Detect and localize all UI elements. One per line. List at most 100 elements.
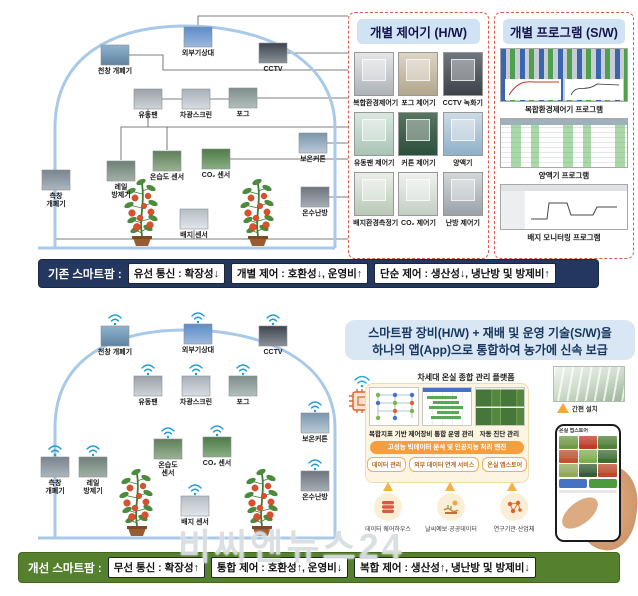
research-network-icon bbox=[500, 493, 528, 521]
wired-connection-line bbox=[129, 54, 348, 71]
equipment-item: 외부기상대 bbox=[182, 312, 214, 354]
device-face bbox=[362, 179, 387, 201]
improved-tag-0: 무선 통신 : 확장성↑ bbox=[107, 557, 205, 578]
smartphone: 온실 앱스토어 bbox=[555, 424, 621, 542]
hw-panel-title: 개별 제어기 (H/W) bbox=[357, 19, 480, 44]
equipment-photo bbox=[300, 412, 330, 434]
equipment-photo bbox=[183, 26, 213, 48]
flow-arrow-2 bbox=[507, 482, 517, 491]
equipment-photo bbox=[183, 323, 213, 345]
screenshot-complex-control bbox=[369, 387, 419, 426]
hw-photo bbox=[354, 112, 395, 156]
equipment-label: 유동팬 bbox=[138, 397, 158, 406]
equipment-label: 보온커튼 bbox=[302, 434, 328, 443]
device-face bbox=[406, 179, 431, 201]
wifi-icon bbox=[48, 445, 62, 457]
equipment-item: CCTV bbox=[258, 314, 288, 356]
module-label-1: 장비 통합 운영 관리 bbox=[420, 431, 474, 438]
wifi-icon bbox=[266, 314, 280, 326]
improved-tag-1: 통합 제어 : 호환성↑, 운영비↓ bbox=[210, 557, 349, 578]
equipment-label: 외부기상대 bbox=[182, 345, 214, 354]
equipment-photo bbox=[228, 87, 258, 109]
flow-arrow-0 bbox=[383, 482, 393, 491]
wifi-icon bbox=[188, 484, 202, 496]
legacy-banner-label: 기존 스마트팜 : bbox=[48, 268, 122, 281]
app-tile-0 bbox=[559, 436, 578, 449]
equipment-item: 보온커튼 bbox=[300, 401, 330, 443]
hw-photo bbox=[442, 112, 483, 156]
app-tile-1 bbox=[578, 436, 598, 449]
equipment-photo bbox=[201, 148, 231, 170]
wifi-icon bbox=[191, 312, 205, 324]
equipment-photo bbox=[100, 44, 130, 66]
equipment-label: 온습도 센서 bbox=[150, 172, 184, 181]
app-title: 온실 앱스토어 bbox=[559, 428, 588, 434]
legacy-tag-1: 개별 제어 : 호환성↓, 운영비↑ bbox=[230, 263, 369, 284]
tomato-plant bbox=[244, 468, 278, 536]
hw-caption: 복합환경제어기 bbox=[353, 100, 399, 107]
app-tile-3 bbox=[559, 450, 578, 463]
improved-banner-label: 개선 스마트팜 : bbox=[28, 562, 102, 575]
hw-photo bbox=[442, 52, 483, 96]
equipment-photo bbox=[180, 495, 210, 517]
hw-caption: 양액기 bbox=[453, 160, 473, 167]
equipment-item: 포그 bbox=[228, 87, 258, 118]
wired-connection-line bbox=[197, 15, 348, 26]
equipment-item: CCTV bbox=[258, 42, 288, 73]
hw-caption: 포그 제어기 bbox=[401, 100, 436, 107]
equipment-photo bbox=[133, 375, 163, 397]
app-tile-8 bbox=[598, 464, 617, 477]
improved-tag-2: 복합 제어 : 생산성↑, 냉난방 및 방제비↓ bbox=[354, 557, 536, 578]
headline-line2: 하나의 앱(App)으로 통합하여 농가에 신속 보급 bbox=[372, 343, 608, 358]
hw-item-2: CCTV 녹화기 bbox=[442, 52, 484, 108]
app-button-green bbox=[589, 479, 617, 488]
hw-item-6: 배지환경측정기 bbox=[353, 172, 398, 228]
legacy-banner-tags: 유선 통신 : 확장성↓개별 제어 : 호환성↓, 운영비↑단순 제어 : 생산… bbox=[127, 263, 556, 284]
sw-caption: 복합환경제어기 프로그램 bbox=[525, 105, 603, 114]
equipment-photo bbox=[181, 375, 211, 397]
equipment-item: CO₂ 센서 bbox=[201, 148, 231, 179]
source-0: 데이터 웨어하우스 bbox=[359, 493, 417, 533]
app-tile-5 bbox=[598, 450, 617, 463]
equipment-label: CO₂ 센서 bbox=[202, 170, 230, 179]
equipment-label: 천창 개폐기 bbox=[98, 66, 132, 75]
hw-item-3: 유동팬 제어기 bbox=[353, 112, 395, 168]
equipment-label: 레일 bbox=[87, 478, 100, 487]
sw-screenshot bbox=[500, 184, 628, 230]
equipment-label: 천창 개폐기 bbox=[98, 347, 132, 356]
equipment-label: 배지 센서 bbox=[181, 517, 209, 526]
equipment-label: 차광스크린 bbox=[180, 110, 212, 119]
headline-line1: 스마트팜 장비(H/W) + 재배 및 운영 기술(S/W)을 bbox=[368, 326, 612, 340]
app-tile-grid bbox=[559, 436, 617, 477]
wifi-icon bbox=[210, 425, 224, 437]
tomato-plant bbox=[240, 178, 274, 246]
platform-screenshots bbox=[369, 387, 525, 426]
device-face bbox=[406, 59, 431, 81]
hw-item-7: CO₂ 제어기 bbox=[397, 172, 439, 228]
sw-caption: 양액기 프로그램 bbox=[538, 171, 590, 180]
device-face bbox=[362, 59, 387, 81]
hw-caption: CO₂ 제어기 bbox=[401, 220, 436, 227]
equipment-label: 측창 bbox=[49, 478, 62, 487]
hw-caption: 난방 제어기 bbox=[445, 220, 480, 227]
wifi-icon bbox=[236, 364, 250, 376]
source-1: 날씨예보·공공데이터 bbox=[422, 493, 480, 533]
wifi-icon bbox=[308, 459, 322, 471]
service-pill-1: 외부 데이터 연계 서비스 bbox=[409, 457, 480, 472]
easy-install: 간편 설치 bbox=[557, 403, 598, 413]
equipment-item: CO₂ 센서 bbox=[202, 425, 232, 467]
hw-item-4: 커튼 제어기 bbox=[397, 112, 439, 168]
equipment-item: 외부기상대 bbox=[182, 26, 214, 57]
legacy-tag-2: 단순 제어 : 생산성↓, 냉난방 및 방제비↑ bbox=[374, 263, 556, 284]
hw-caption: 유동팬 제어기 bbox=[353, 160, 395, 167]
